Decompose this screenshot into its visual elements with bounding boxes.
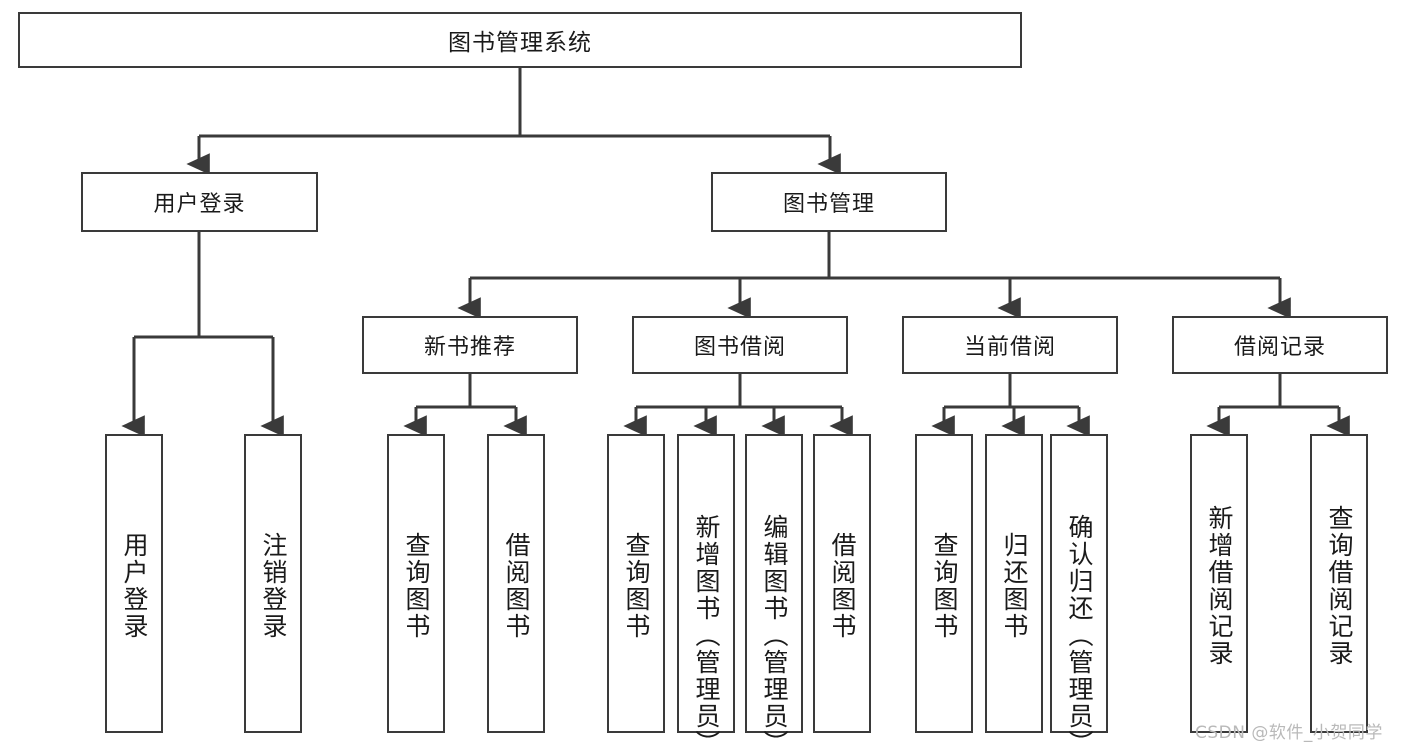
node-user-login-label: 用户登录 <box>153 192 246 217</box>
node-leaf-query-book-3-label: 查询图书 <box>930 532 959 640</box>
node-leaf-confirm-return[interactable]: 确认归还（管理员） <box>1050 434 1108 747</box>
node-leaf-query-book-2[interactable]: 查询图书 <box>607 434 665 733</box>
node-leaf-borrow-book-1-label: 借阅图书 <box>502 532 531 640</box>
node-leaf-user-login-label: 用户登录 <box>120 532 149 640</box>
node-user-login[interactable]: 用户登录 <box>81 172 318 232</box>
node-book-borrow-label: 图书借阅 <box>693 335 786 360</box>
node-root-label: 图书管理系统 <box>448 30 592 56</box>
node-leaf-borrow-book-2[interactable]: 借阅图书 <box>813 434 871 733</box>
node-new-book-recommend[interactable]: 新书推荐 <box>362 316 578 374</box>
node-current-borrow-label: 当前借阅 <box>963 335 1056 360</box>
node-leaf-query-record[interactable]: 查询借阅记录 <box>1310 434 1368 733</box>
node-borrow-record-label: 借阅记录 <box>1233 335 1326 360</box>
node-leaf-query-book-3[interactable]: 查询图书 <box>915 434 973 733</box>
node-root[interactable]: 图书管理系统 <box>18 12 1022 68</box>
node-current-borrow[interactable]: 当前借阅 <box>902 316 1118 374</box>
node-leaf-query-book-2-label: 查询图书 <box>622 532 651 640</box>
node-leaf-user-login[interactable]: 用户登录 <box>105 434 163 733</box>
node-book-manage-label: 图书管理 <box>782 192 875 217</box>
node-new-book-recommend-label: 新书推荐 <box>423 335 516 360</box>
node-leaf-user-logout[interactable]: 注销登录 <box>244 434 302 733</box>
node-borrow-record[interactable]: 借阅记录 <box>1172 316 1388 374</box>
node-leaf-add-book[interactable]: 新增图书（管理员） <box>677 434 735 747</box>
node-leaf-query-book-1-label: 查询图书 <box>402 532 431 640</box>
node-leaf-borrow-book-1[interactable]: 借阅图书 <box>487 434 545 733</box>
node-book-borrow[interactable]: 图书借阅 <box>632 316 848 374</box>
node-leaf-return-book[interactable]: 归还图书 <box>985 434 1043 733</box>
node-leaf-edit-book-label: 编辑图书（管理员） <box>760 514 789 747</box>
node-leaf-borrow-book-2-label: 借阅图书 <box>828 532 857 640</box>
node-leaf-confirm-return-label: 确认归还（管理员） <box>1065 514 1094 747</box>
node-book-manage[interactable]: 图书管理 <box>711 172 947 232</box>
node-leaf-query-book-1[interactable]: 查询图书 <box>387 434 445 733</box>
csdn-watermark: CSDN @软件_小贺同学 <box>1195 723 1383 743</box>
node-leaf-add-record-label: 新增借阅记录 <box>1205 505 1234 667</box>
node-leaf-return-book-label: 归还图书 <box>1000 532 1029 640</box>
node-leaf-add-record[interactable]: 新增借阅记录 <box>1190 434 1248 733</box>
node-leaf-user-logout-label: 注销登录 <box>259 532 288 640</box>
node-leaf-add-book-label: 新增图书（管理员） <box>692 514 721 747</box>
node-leaf-query-record-label: 查询借阅记录 <box>1325 505 1354 667</box>
node-leaf-edit-book[interactable]: 编辑图书（管理员） <box>745 434 803 747</box>
